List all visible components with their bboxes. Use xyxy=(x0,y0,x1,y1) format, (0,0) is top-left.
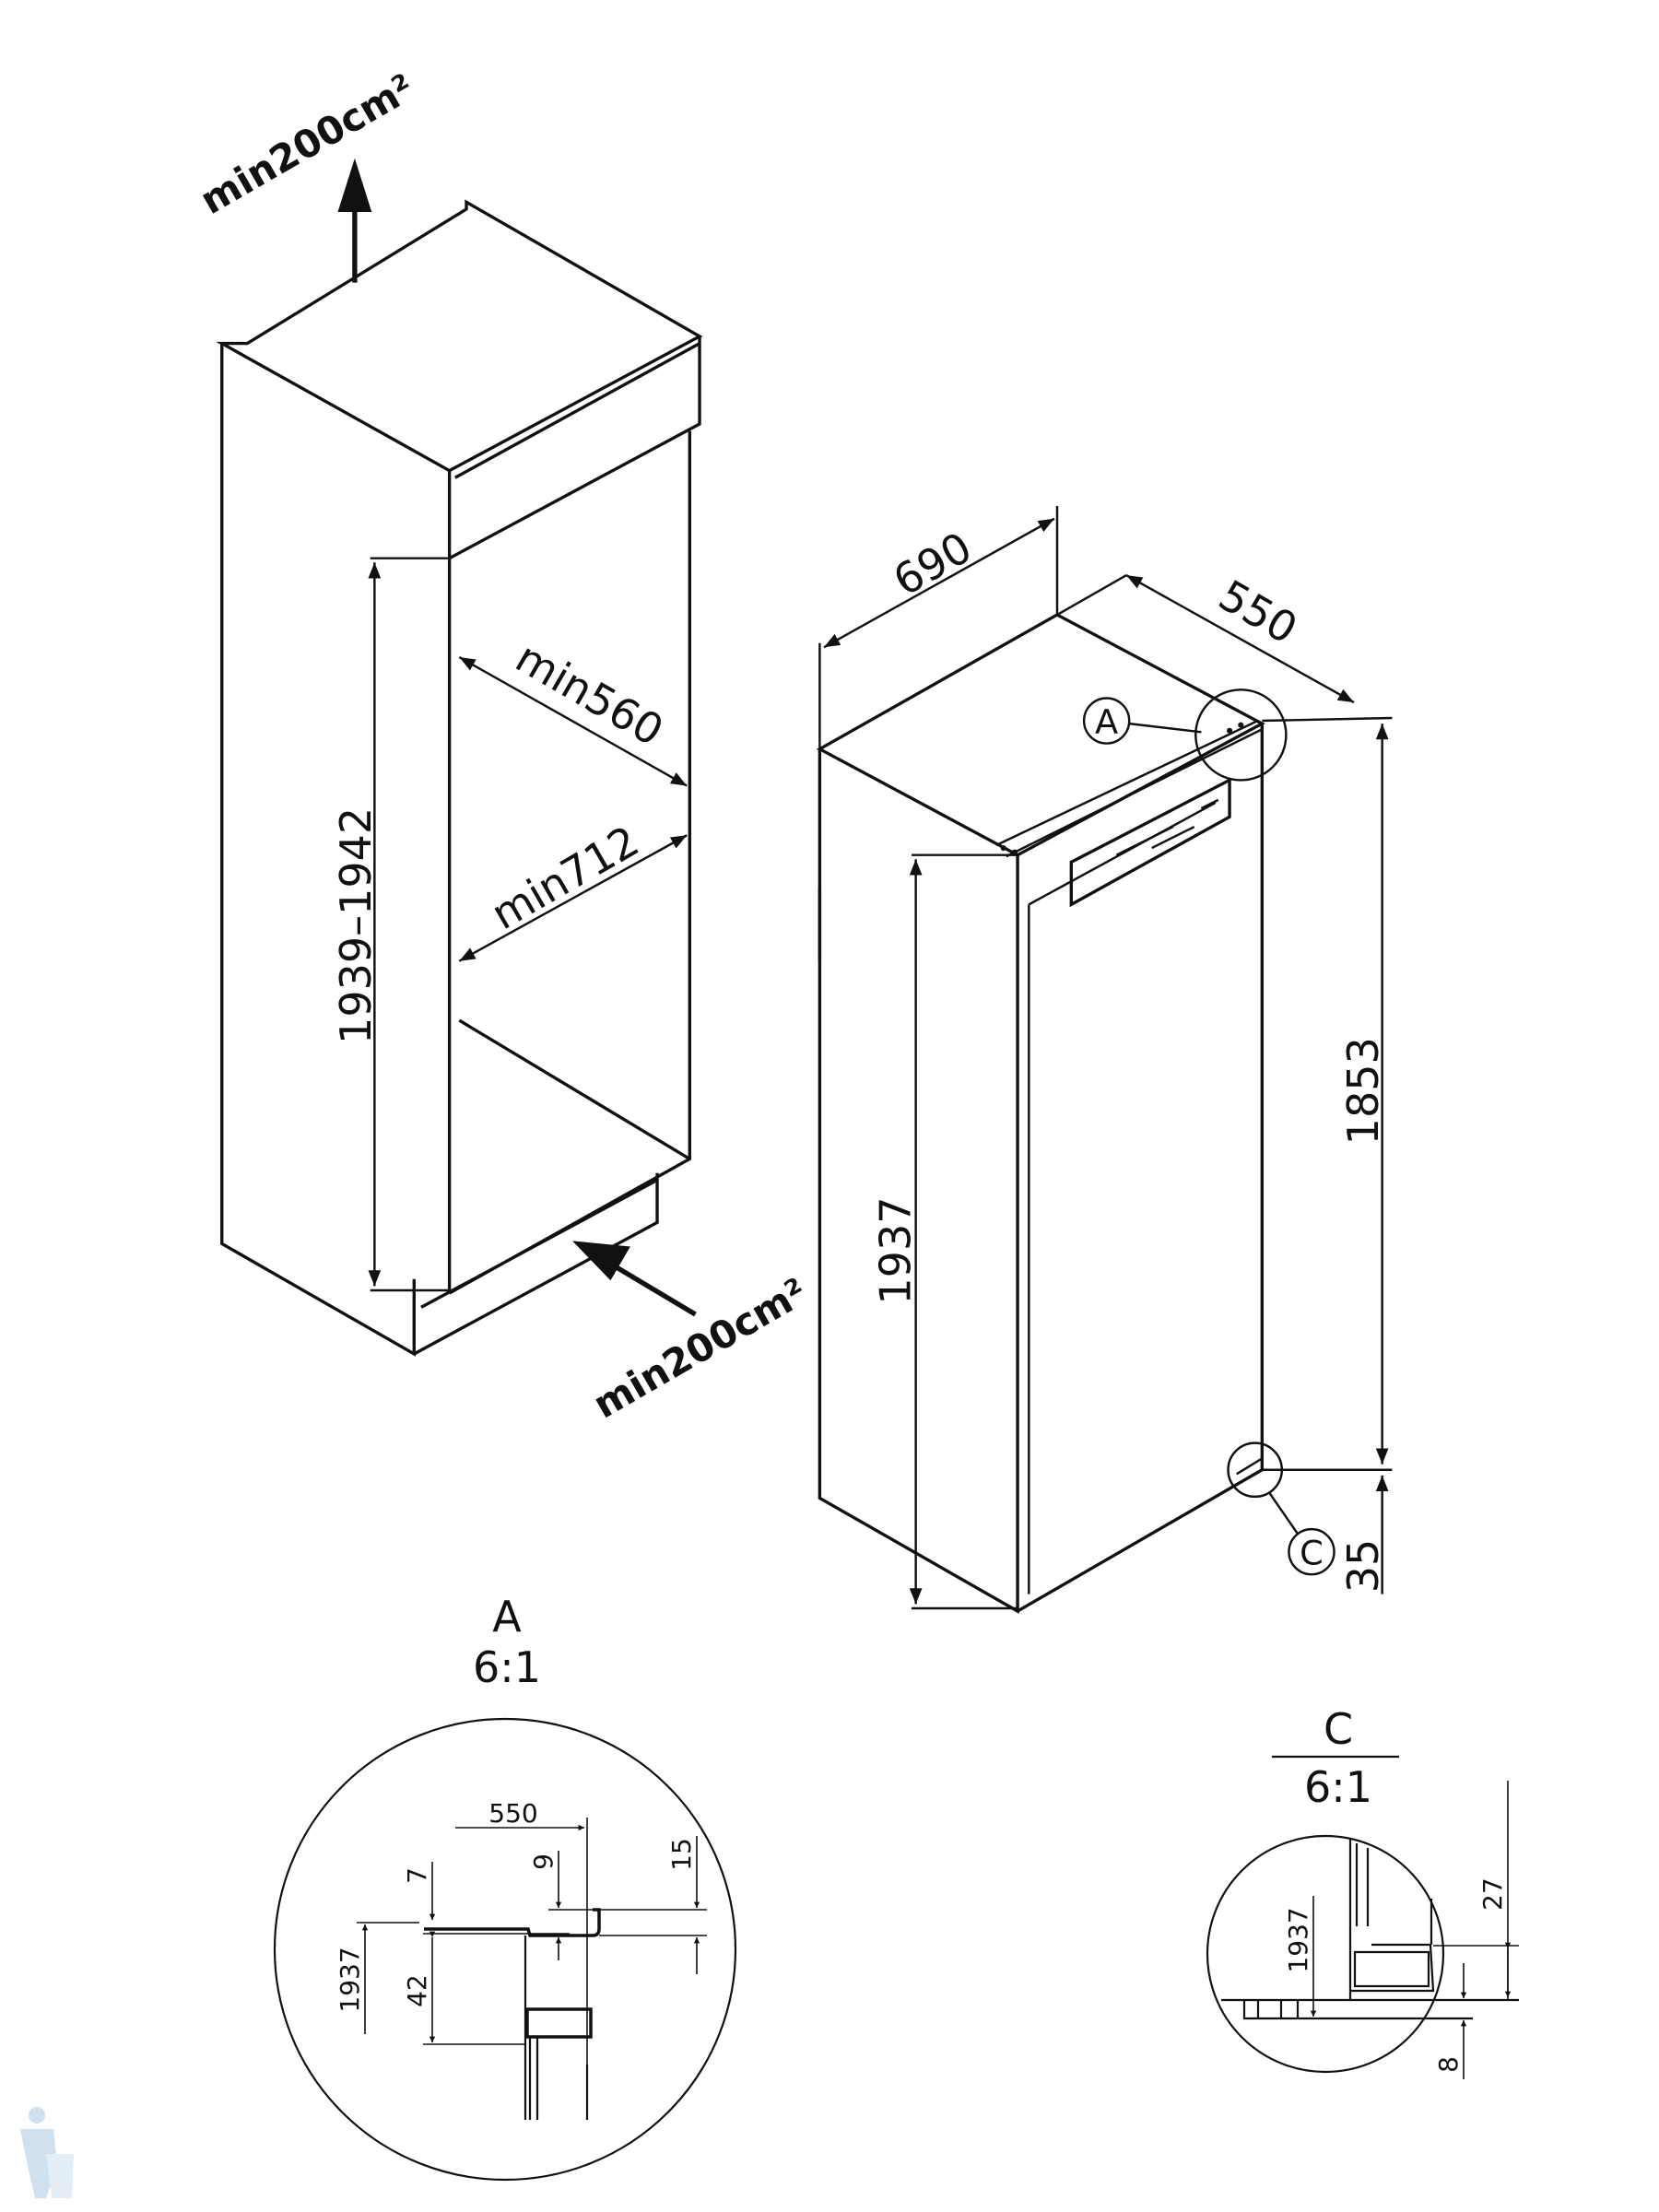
detail-a-9: 9 xyxy=(528,1853,559,1870)
door-height-dimension: 1853 35 xyxy=(1262,716,1393,1594)
detail-a-7: 7 xyxy=(402,1867,432,1884)
detail-a: A 6:1 550 7 9 15 1937 42 xyxy=(273,1592,737,2182)
total-height-dimension: 1937 xyxy=(871,853,1018,1610)
detail-a-550: 550 xyxy=(488,1798,537,1829)
bottom-ventilation: min200cm² xyxy=(572,1241,815,1428)
detail-c-scale: 6:1 xyxy=(1304,1762,1372,1812)
arrow-in-icon xyxy=(572,1241,630,1281)
bottom-offset-label: 35 xyxy=(1338,1539,1388,1594)
appliance-body xyxy=(816,613,1265,1614)
niche-width-dimension: min712 xyxy=(458,816,688,962)
callout-c-label: C xyxy=(1300,1533,1324,1572)
niche-width-label: min712 xyxy=(483,816,647,939)
detail-c-title: C xyxy=(1324,1704,1353,1754)
door-height-label: 1853 xyxy=(1338,1037,1388,1145)
top-ventilation: min200cm² xyxy=(193,65,422,283)
watermark-plumber-icon xyxy=(20,2107,74,2198)
total-height-label: 1937 xyxy=(871,1197,921,1305)
callout-a-label: A xyxy=(1095,702,1118,742)
niche-height-label: 1939–1942 xyxy=(331,807,381,1044)
detail-a-15: 15 xyxy=(666,1838,697,1871)
top-ventilation-label: min200cm² xyxy=(193,65,421,223)
appliance-depth-dimension: 550 xyxy=(1056,571,1355,704)
appliance-depth-label: 550 xyxy=(1211,571,1306,654)
appliance-width-label: 690 xyxy=(885,522,980,606)
detail-c-27: 27 xyxy=(1477,1877,1508,1911)
bottom-ventilation-label: min200cm² xyxy=(586,1269,815,1427)
niche-depth-dimension: min560 xyxy=(458,632,688,787)
detail-a-title: A xyxy=(492,1592,522,1641)
detail-c-1937: 1937 xyxy=(1283,1907,1313,1972)
niche-cabinet xyxy=(216,199,703,1357)
detail-a-42: 42 xyxy=(402,1974,432,2007)
callout-c: C xyxy=(1227,1441,1335,1576)
detail-c: C 6:1 1937 27 8 xyxy=(1206,1704,1519,2079)
callout-a: A xyxy=(1082,688,1288,782)
detail-a-1937: 1937 xyxy=(335,1947,365,2012)
detail-c-8: 8 xyxy=(1433,2056,1464,2073)
arrow-up-icon xyxy=(337,158,372,213)
niche-height-dimension: 1939–1942 xyxy=(331,557,450,1292)
niche-depth-label: min560 xyxy=(508,632,672,756)
detail-a-scale: 6:1 xyxy=(473,1642,541,1692)
appliance-width-dimension: 690 xyxy=(818,505,1059,749)
